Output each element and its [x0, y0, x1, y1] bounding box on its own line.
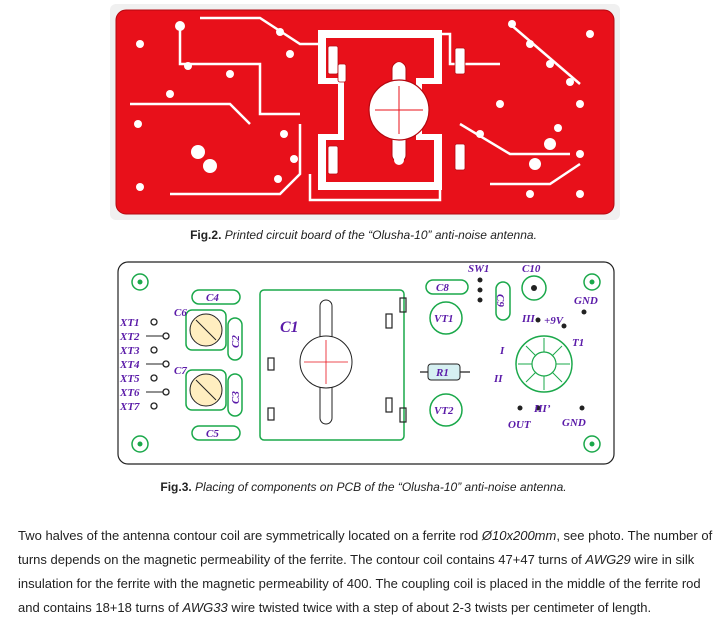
- label-xt1: XT1: [119, 317, 140, 329]
- label-xt5: XT5: [119, 373, 140, 385]
- label-xt3: XT3: [119, 345, 140, 357]
- label-gnd-bottom: GND: [562, 417, 586, 429]
- label-vt1: VT1: [434, 313, 454, 325]
- label-iii: III: [521, 313, 536, 325]
- label-c8: C8: [436, 282, 449, 294]
- fig3-caption-text: Placing of components on PCB of the “Olu…: [191, 480, 567, 494]
- fig2-number: Fig.2.: [190, 228, 222, 242]
- label-xt7: XT7: [119, 401, 140, 413]
- label-c9: C9: [494, 294, 506, 307]
- label-c7: C7: [174, 365, 187, 377]
- label-xt2: XT2: [119, 331, 140, 343]
- label-c6: C6: [174, 307, 187, 319]
- label-c1: C1: [280, 319, 299, 336]
- fig2-caption-text: Printed circuit board of the “Olusha-10”…: [221, 228, 537, 242]
- label-vt2: VT2: [434, 405, 454, 417]
- label-iii-prime: III’: [533, 403, 551, 415]
- label-c4: C4: [206, 292, 219, 304]
- label-c3: C3: [230, 391, 242, 404]
- fig3-number: Fig.3.: [160, 480, 192, 494]
- component-layout-figure: SW1 C10 C8 C9 C4 C5 C6 C7 C2 C3 C1 VT1 V…: [117, 261, 615, 465]
- fig2-caption: Fig.2. Printed circuit board of the “Olu…: [0, 228, 727, 242]
- label-out: OUT: [508, 419, 532, 431]
- description-paragraph: Two halves of the antenna contour coil a…: [18, 528, 713, 615]
- pcb-figure: [110, 4, 620, 220]
- label-ii: II: [493, 373, 503, 385]
- label-sw1: SW1: [468, 263, 489, 275]
- label-xt6: XT6: [119, 387, 140, 399]
- label-c2: C2: [230, 335, 242, 348]
- label-gnd-top: GND: [574, 295, 598, 307]
- label-plus9v: +9V: [544, 315, 565, 327]
- label-r1: R1: [435, 367, 449, 379]
- label-xt4: XT4: [119, 359, 140, 371]
- label-c10: C10: [522, 263, 541, 275]
- label-c5: C5: [206, 428, 219, 440]
- label-i: I: [499, 345, 505, 357]
- label-t1: T1: [572, 337, 584, 349]
- fig3-caption: Fig.3. Placing of components on PCB of t…: [0, 480, 727, 494]
